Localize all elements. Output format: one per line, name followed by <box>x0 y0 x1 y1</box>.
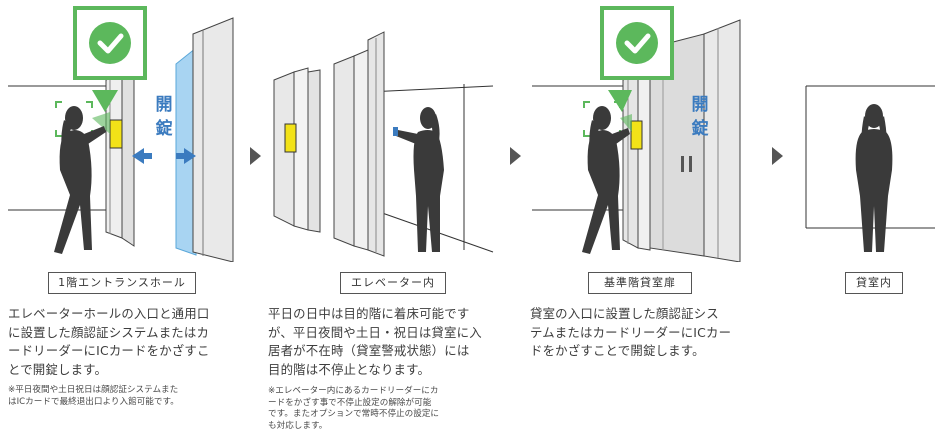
door-panel-left <box>121 67 135 247</box>
card-reader <box>630 120 643 150</box>
unlock-char-1: 開 <box>692 95 709 115</box>
check-badge <box>73 6 147 112</box>
left-right-arrows-icon <box>132 148 196 164</box>
stage-entrance-hall: 開 錠 <box>0 0 245 262</box>
step-arrow-3 <box>772 147 783 165</box>
elevator-door-2 <box>333 55 355 247</box>
unlock-char-2: 錠 <box>156 118 173 139</box>
stage-note-elevator: ※エレベーター内にあるカードリーダーにカ ードをかざす事で不停止設定の解除が可能… <box>268 386 440 431</box>
check-badge <box>600 6 674 112</box>
stage-note-entrance-hall: ※平日夜間や土日祝日は顔認証システムまた はICカードで最終退出口より入館可能で… <box>8 385 179 407</box>
unlock-char-1: 開 <box>156 95 173 115</box>
door-panel-right <box>192 17 234 262</box>
phone-icon <box>393 127 398 136</box>
door-panel-right <box>703 19 741 262</box>
stage-desc-office-door: 貸室の入口に設置した顔認証シス テムまたはカードリーダーにICカー ドをかざすこ… <box>530 306 732 358</box>
step-arrow-1 <box>250 147 261 165</box>
person-silhouette <box>54 106 106 254</box>
person-silhouette <box>396 107 444 252</box>
stage-office-door: 開 錠 <box>530 0 765 262</box>
stage-desc-entrance-hall: エレベーターホールの入口と通用口 に設置した顔認証システムまたはカ ードリーダー… <box>8 306 210 377</box>
card-reader <box>284 123 297 153</box>
stage-label-office-interior: 貸室内 <box>845 272 903 294</box>
stage-label-entrance-hall: 1階エントランスホール <box>48 272 196 294</box>
stage-office-interior <box>800 0 939 262</box>
card-reader <box>109 119 123 149</box>
stage-label-office-door: 基準階貸室扉 <box>588 272 692 294</box>
room-outline <box>8 85 122 211</box>
stage-label-elevator: エレベーター内 <box>340 272 446 294</box>
check-icon <box>89 22 131 64</box>
step-arrow-2 <box>510 147 521 165</box>
unlock-char-2: 錠 <box>692 118 709 139</box>
door-handle <box>681 156 684 172</box>
check-icon <box>616 22 658 64</box>
stage-elevator <box>268 0 503 262</box>
person-silhouette <box>855 104 893 252</box>
person-silhouette <box>582 106 630 254</box>
stage-desc-elevator: 平日の日中は目的階に着床可能です が、平日夜間や土日・祝日は貸室に入 居者が不在… <box>268 306 482 377</box>
